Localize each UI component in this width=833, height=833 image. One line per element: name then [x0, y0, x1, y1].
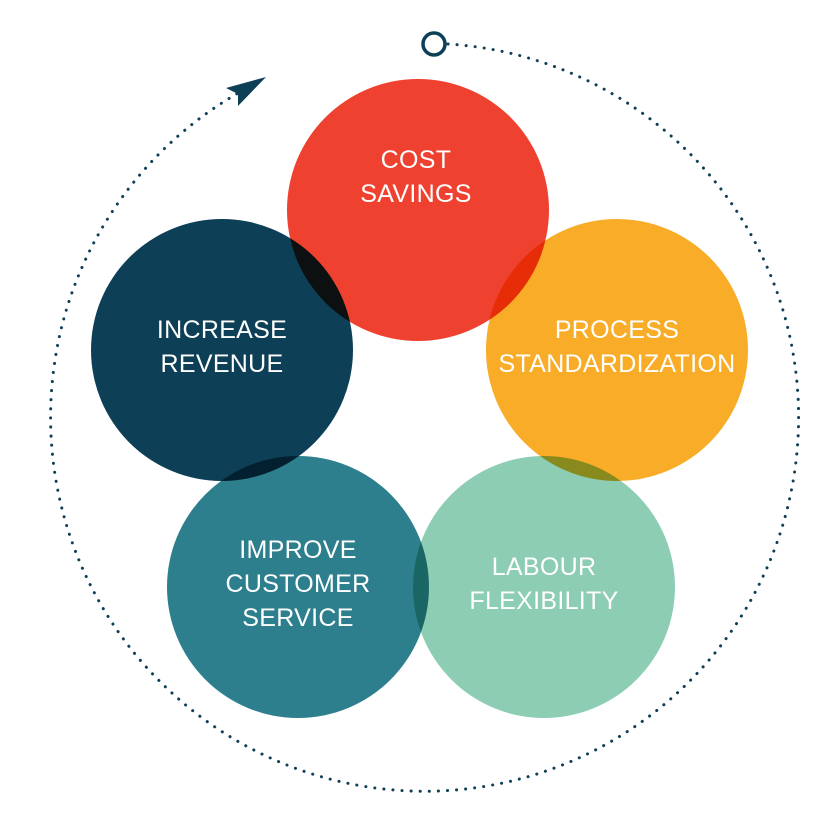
- label-line: INCREASE: [156, 316, 288, 344]
- label-line: STANDARDIZATION: [498, 350, 736, 378]
- label-line: FLEXIBILITY: [469, 587, 619, 615]
- label-line: SERVICE: [242, 604, 354, 632]
- start-circle-icon: [421, 31, 447, 57]
- circle-increase-revenue: [91, 219, 353, 481]
- label-labour-flexibility: LABOUR FLEXIBILITY: [469, 550, 618, 618]
- label-line: CUSTOMER: [225, 570, 371, 598]
- circle-improve-customer-service: [167, 456, 429, 718]
- label-increase-revenue: INCREASE REVENUE: [157, 313, 287, 381]
- label-line: SAVINGS: [360, 180, 472, 208]
- dotted-cycle-ring: [49, 42, 801, 793]
- arrowhead-icon: [226, 77, 266, 106]
- label-line: LABOUR: [491, 553, 597, 581]
- label-process-standardization: PROCESS STANDARDIZATION: [499, 313, 736, 381]
- label-line: COST: [380, 146, 452, 174]
- label-line: IMPROVE: [239, 536, 357, 564]
- label-cost-savings: COST SAVINGS: [360, 143, 471, 211]
- label-line: PROCESS: [554, 316, 680, 344]
- circle-labour-flexibility: [413, 456, 675, 718]
- label-line: REVENUE: [160, 350, 284, 378]
- circle-process-standardization: [486, 219, 748, 481]
- circle-cost-savings: [287, 79, 549, 341]
- label-improve-customer-service: IMPROVE CUSTOMER SERVICE: [225, 533, 370, 635]
